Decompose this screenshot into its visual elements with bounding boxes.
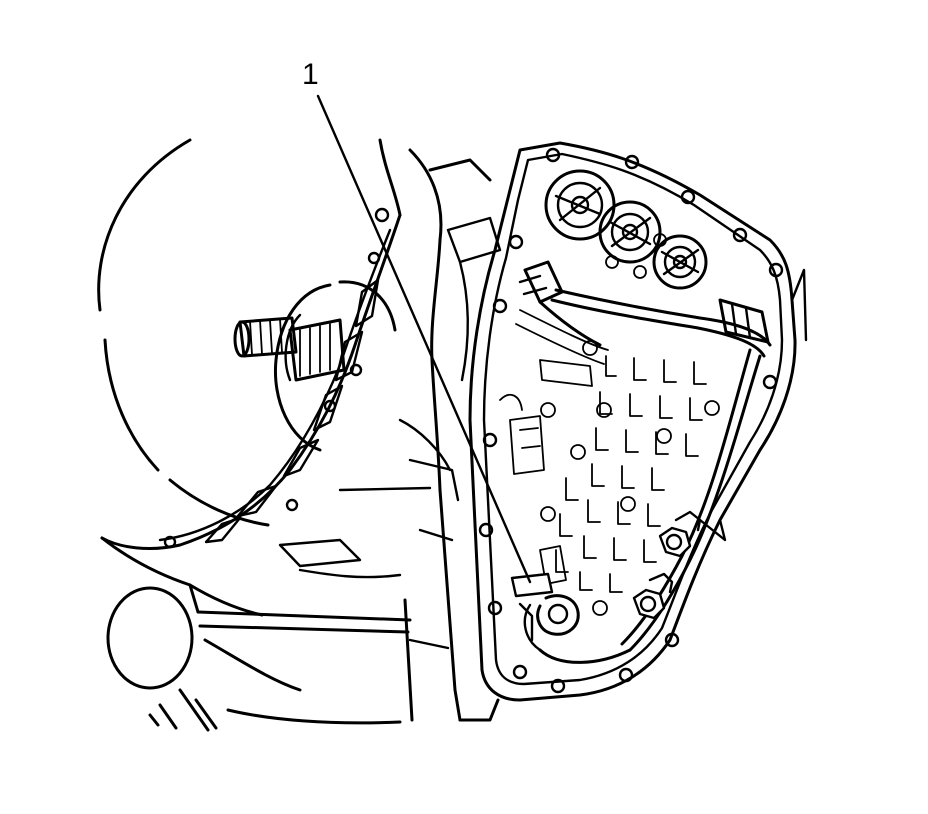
bell-housing	[97, 138, 432, 732]
valve-body-bolts	[510, 510, 702, 642]
input-shaft-assembly	[233, 280, 397, 452]
transmission-case	[398, 148, 502, 722]
accumulators	[544, 169, 708, 290]
callout-label: 1	[302, 58, 319, 91]
valve-body-passages	[499, 233, 720, 616]
wiring-harness	[518, 260, 772, 664]
callout-leader-line	[316, 94, 532, 584]
callout-1: 1	[302, 58, 532, 584]
